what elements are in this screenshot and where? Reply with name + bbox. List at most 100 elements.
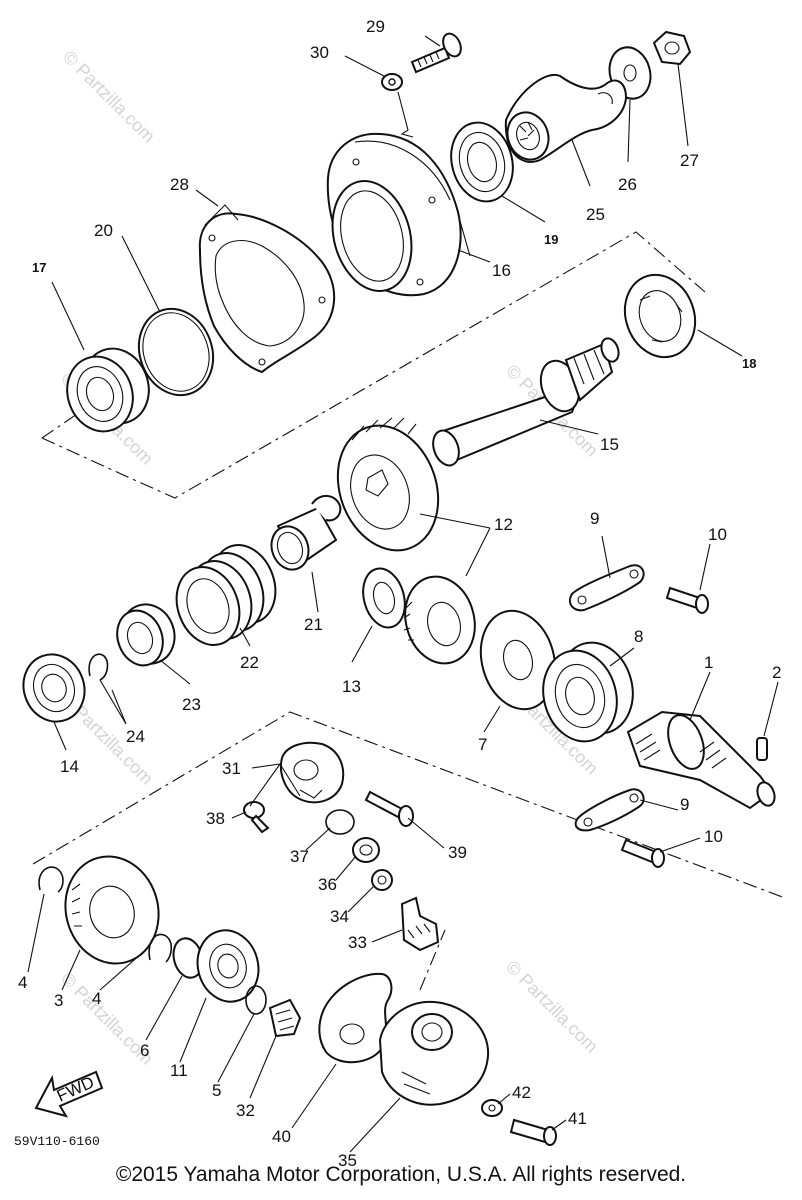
part-35-case: [378, 1000, 490, 1106]
part-20-o-ring: [137, 307, 215, 397]
part-31-housing: [280, 741, 345, 804]
callout-41: 41: [568, 1109, 587, 1128]
fwd-arrow: FWD: [34, 1070, 104, 1118]
callout-32: 32: [236, 1101, 255, 1120]
callout-11: 11: [170, 1061, 188, 1080]
callout-4-b: 4: [92, 989, 101, 1008]
watermark-6: © Partzilla.com: [502, 957, 602, 1057]
part-33-drive-gear: [400, 896, 440, 952]
diagram-code: 59V110-6160: [14, 1134, 100, 1149]
part-25-yoke: [504, 73, 628, 163]
callout-17: 17: [32, 260, 46, 275]
part-41-bolt: [509, 1118, 557, 1146]
callout-12: 12: [494, 515, 513, 534]
part-17-bearing: [66, 347, 150, 433]
callout-36: 36: [318, 875, 337, 894]
part-29-bolt: [410, 32, 462, 74]
callout-4-a: 4: [18, 973, 27, 992]
callout-24: 24: [126, 727, 145, 746]
part-32-gear: [268, 998, 302, 1038]
callout-37: 37: [290, 847, 309, 866]
copyright-notice: ©2015 Yamaha Motor Corporation, U.S.A. A…: [115, 1163, 687, 1186]
callout-7: 7: [478, 735, 487, 754]
part-38-screw: [243, 801, 270, 834]
part-12-gear: [336, 417, 440, 552]
callout-19: 19: [544, 232, 558, 247]
part-36-washer: [352, 837, 380, 863]
leader-lines: [27, 35, 779, 1153]
part-10-bolt-upper: [665, 586, 709, 614]
watermark-1: © Partzilla.com: [59, 47, 159, 147]
callout-39: 39: [448, 843, 467, 862]
part-16-housing: [326, 132, 471, 297]
part-23-collar: [116, 603, 176, 667]
callout-27: 27: [680, 151, 699, 170]
part-9-plate-lower: [574, 788, 645, 832]
part-30-washer: [381, 73, 414, 138]
part-39-bolt: [364, 790, 414, 827]
part-2-pin: [756, 737, 768, 761]
part-34-washer: [371, 869, 393, 891]
callout-16: 16: [492, 261, 511, 280]
part-19-oil-seal: [450, 121, 514, 203]
callout-13: 13: [342, 677, 361, 696]
part-27-nut: [652, 30, 692, 66]
callout-21: 21: [304, 615, 323, 634]
callout-10-upper: 10: [708, 525, 727, 544]
callout-3: 3: [54, 991, 63, 1010]
part-21-spacer: [270, 495, 342, 571]
callout-9-lower: 9: [680, 795, 689, 814]
callout-42: 42: [512, 1083, 531, 1102]
part-10-bolt-lower: [620, 838, 665, 868]
callout-20: 20: [94, 221, 113, 240]
part-15-shaft: [432, 337, 620, 467]
callout-28: 28: [170, 175, 189, 194]
part-8-bearing: [542, 641, 634, 743]
part-3-gear: [64, 855, 160, 965]
callout-5: 5: [212, 1081, 221, 1100]
part-28-gasket: [198, 204, 335, 374]
callout-25: 25: [586, 205, 605, 224]
callout-34: 34: [330, 907, 349, 926]
callout-38: 38: [206, 809, 225, 828]
part-13-seal: [362, 567, 406, 629]
callout-33: 33: [348, 933, 367, 952]
callout-2: 2: [772, 663, 781, 682]
callout-1: 1: [704, 653, 713, 672]
callout-10-lower: 10: [704, 827, 723, 846]
part-5-circlip: [245, 985, 267, 1015]
part-4-circlip-a: [38, 866, 64, 893]
part-37-o-ring: [325, 809, 355, 835]
assembly-brackets: [32, 231, 786, 991]
callout-23: 23: [182, 695, 201, 714]
part-9-plate-upper: [568, 564, 645, 612]
part-24-clip: [88, 653, 109, 681]
part-12-clutch-gear: [403, 575, 476, 665]
part-42-washer: [481, 1099, 503, 1117]
callout-29: 29: [366, 17, 385, 36]
part-22-spring: [175, 544, 277, 646]
part-4-circlip-b: [148, 933, 173, 963]
part-14-bearing: [22, 653, 86, 723]
callout-8: 8: [634, 627, 643, 646]
part-1-pinion-shaft: [626, 710, 776, 810]
fwd-label: FWD: [54, 1073, 97, 1106]
callout-15: 15: [600, 435, 619, 454]
part-18-plate: [623, 273, 697, 359]
callout-6: 6: [140, 1041, 149, 1060]
callout-22: 22: [240, 653, 259, 672]
callout-9-upper: 9: [590, 509, 599, 528]
callout-18: 18: [742, 356, 756, 371]
callout-26: 26: [618, 175, 637, 194]
callout-31: 31: [222, 759, 241, 778]
callout-14: 14: [60, 757, 79, 776]
part-40-gasket: [318, 972, 393, 1064]
part-7-shim: [479, 609, 557, 711]
callout-40: 40: [272, 1127, 291, 1146]
callout-numbers: 29 30 27 26 25 19 16 28 20 17 18 15 12 2…: [18, 17, 781, 1170]
parts: [22, 30, 776, 1146]
callout-35: 35: [338, 1151, 357, 1170]
callout-30: 30: [310, 43, 329, 62]
part-11-bearing: [196, 929, 260, 1003]
